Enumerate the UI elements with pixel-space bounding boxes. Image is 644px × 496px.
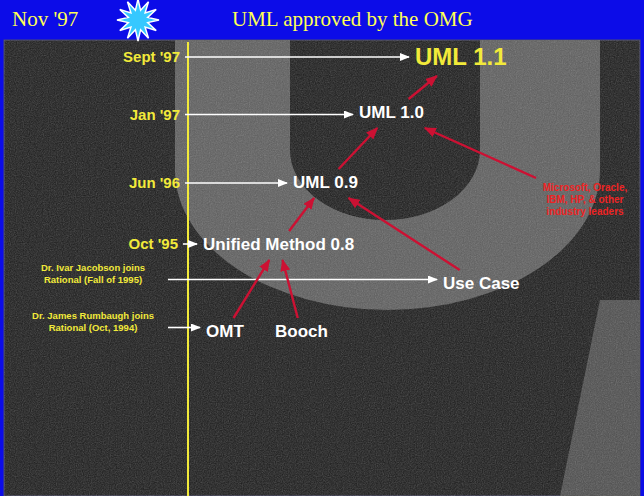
node-text: Jun '96 xyxy=(129,174,180,192)
method-label: Use Case xyxy=(440,272,523,296)
node-text: Dr. James Rumbaugh joins Rational (Oct, … xyxy=(23,310,163,333)
node-text: UML 0.9 xyxy=(293,173,358,193)
heading: UML approved by the OMG xyxy=(232,6,473,32)
lineage-arrow xyxy=(234,260,270,318)
method-label: Booch xyxy=(272,320,331,344)
version-label: Unified Method 0.8 xyxy=(200,233,357,257)
node-text: UML 1.1 xyxy=(415,42,507,71)
version-label: UML 1.1 xyxy=(412,40,510,73)
starburst xyxy=(117,0,159,41)
node-text: Unified Method 0.8 xyxy=(203,235,354,255)
title-bar xyxy=(0,0,644,40)
timeline-arrow xyxy=(185,56,409,58)
timeline-arrow xyxy=(185,114,353,116)
panel-texture xyxy=(4,40,640,496)
timeline-arrow xyxy=(168,327,200,329)
version-label: UML 0.9 xyxy=(290,171,361,195)
timeline-date: Oct '95 xyxy=(126,233,181,255)
node-text: Oct '95 xyxy=(129,235,178,253)
lineage-arrow xyxy=(283,260,298,318)
timeline-date: Jan '97 xyxy=(127,104,183,126)
node-text: Dr. Ivar Jacobson joins Rational (Fall o… xyxy=(23,262,163,285)
lineage-arrow xyxy=(349,198,460,270)
timeline-arrow xyxy=(168,279,437,281)
lineage-arrow xyxy=(289,198,314,231)
lineage-arrow xyxy=(409,76,437,99)
contributor-note: Microsoft, Oracle, IBM, HP, & other indu… xyxy=(530,180,640,220)
node-text: Microsoft, Oracle, IBM, HP, & other indu… xyxy=(533,182,637,218)
dark-panel xyxy=(4,40,640,496)
date-label: Nov '97 xyxy=(12,6,78,32)
node-text: Jan '97 xyxy=(130,106,180,124)
timeline-axis xyxy=(187,42,189,496)
timeline-date: Sept '97 xyxy=(120,46,183,68)
timeline-date: Jun '96 xyxy=(126,172,183,194)
timeline-note: Dr. James Rumbaugh joins Rational (Oct, … xyxy=(20,308,166,335)
node-text: OMT xyxy=(206,322,244,342)
timeline-arrow xyxy=(185,182,287,184)
node-text: Use Case xyxy=(443,274,520,294)
node-text: Sept '97 xyxy=(123,48,180,66)
node-text: Booch xyxy=(275,322,328,342)
lineage-arrow xyxy=(339,128,378,169)
method-label: OMT xyxy=(203,320,247,344)
timeline-note: Dr. Ivar Jacobson joins Rational (Fall o… xyxy=(20,260,166,287)
node-text: UML 1.0 xyxy=(359,103,424,123)
timeline-arrow xyxy=(183,243,197,245)
version-label: UML 1.0 xyxy=(356,101,427,125)
lineage-arrow xyxy=(425,128,536,178)
